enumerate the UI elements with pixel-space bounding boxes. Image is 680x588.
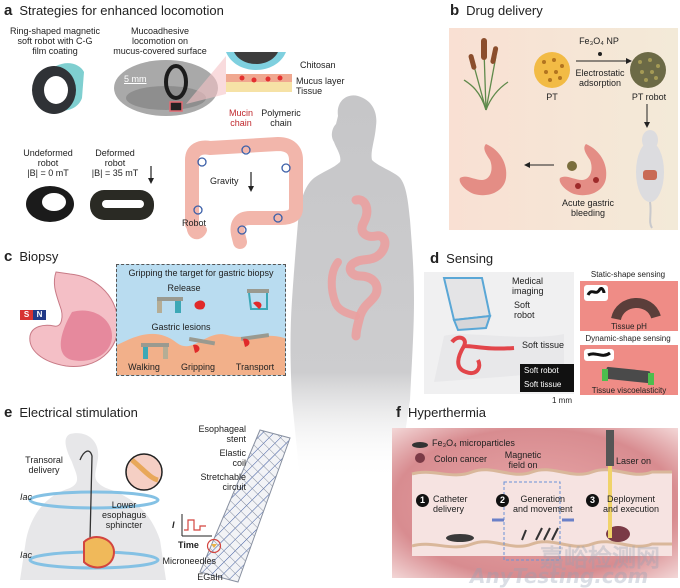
biopsy-box-title: Gripping the target for gastric biopsy: [128, 268, 274, 278]
iac-bottom-label: Iac: [20, 550, 33, 560]
magnet-north: N: [33, 310, 46, 320]
gripping-label: Gripping: [180, 362, 216, 372]
fe3o4-np-label: Fe₃O₄ NP: [579, 36, 619, 46]
walking-label: Walking: [128, 362, 160, 372]
inset-soft-robot-label: Soft robot: [524, 366, 559, 375]
mouse-illustration: [636, 130, 664, 229]
static-sensing-panel: [580, 281, 678, 331]
magnet-south: S: [20, 310, 33, 320]
scale-bar-5mm: 5 mm: [124, 74, 147, 84]
static-caption: Tissue pH: [611, 322, 647, 331]
current-axis-label: I: [172, 520, 175, 530]
legend-particles-label: Fe₃O₄ microparticles: [432, 438, 515, 448]
pt-robot-label: PT robot: [631, 92, 667, 102]
soft-tissue-label: Soft tissue: [522, 340, 565, 350]
down-arrow: [644, 104, 650, 128]
microneedles-label: Microneedles: [162, 556, 216, 566]
mucus-layer-label: Mucus layer: [296, 76, 345, 86]
watermark-en: AnyTesting.com: [470, 564, 649, 588]
chitosan-label: Chitosan: [300, 60, 336, 70]
adsorption-arrow: [576, 52, 632, 64]
static-sensing-title: Static-shape sensing: [590, 270, 666, 279]
microneedle-highlight: [206, 538, 222, 554]
step-3-number: 3: [586, 494, 599, 507]
cancer-legend-icon: [415, 453, 425, 463]
time-axis-label: Time: [178, 540, 199, 550]
bleeding-stomach: [559, 144, 607, 196]
pt-pollen-sphere: [534, 52, 570, 88]
iac-top-label: Iac: [20, 492, 33, 502]
robot-label: Robot: [182, 218, 207, 228]
laser-beam: [606, 430, 614, 538]
digestive-organs: [345, 195, 390, 341]
tissue-label: Tissue: [296, 86, 323, 96]
left-arrow: [524, 162, 554, 168]
egain-label: EGaIn: [197, 572, 223, 582]
release-label: Release: [167, 283, 201, 293]
watermark-cn: 嘉峪检测网: [540, 544, 660, 572]
scale-bar-1mm: 1 mm: [552, 396, 572, 405]
deformed-robot-photo: [90, 190, 154, 220]
magnet: S N: [20, 310, 46, 320]
dynamic-caption: Tissue viscoelasticity: [591, 386, 667, 395]
mucoadhesive-label: Mucoadhesive locomotion on mucus-covered…: [113, 26, 207, 56]
undeformed-robot-photo: [26, 186, 74, 222]
mucus-interface-zoom: [186, 52, 292, 104]
sensing-scene: [424, 272, 574, 394]
current-time-plot: [181, 514, 212, 537]
inset-soft-tissue-label: Soft tissue: [524, 380, 562, 389]
pt-label: PT: [546, 92, 558, 102]
torso-illustration: [20, 433, 166, 580]
particles-legend-icon: [412, 442, 428, 448]
gastric-lesions-label: Gastric lesions: [151, 322, 211, 332]
step-1-number: 1: [416, 494, 429, 507]
dynamic-sensing-title: Dynamic-shape sensing: [585, 334, 671, 343]
pt-robot-sphere: [630, 52, 666, 88]
field-arrow-icon: [148, 166, 154, 184]
esophageal-stent: [199, 429, 291, 583]
laser-on-label: Laser on: [616, 456, 652, 466]
cattail-plant: [463, 38, 509, 111]
biopsy-zoom-box: [116, 264, 286, 376]
ring-robot-illustration: [32, 63, 84, 114]
biopsy-stomach: [29, 271, 119, 367]
gravity-arrow-icon: [248, 172, 254, 192]
step-2-number: 2: [496, 494, 509, 507]
gravity-label: Gravity: [210, 176, 239, 186]
healthy-stomach: [459, 144, 507, 196]
colon-wall: [411, 468, 672, 561]
legend-cancer-label: Colon cancer: [434, 454, 488, 464]
ring-robot-label: Ring-shaped magnetic soft robot with C-G…: [9, 26, 101, 56]
colon-illustration: [185, 137, 303, 249]
dynamic-sensing-panel: [580, 345, 678, 395]
transport-label: Transport: [235, 362, 275, 372]
